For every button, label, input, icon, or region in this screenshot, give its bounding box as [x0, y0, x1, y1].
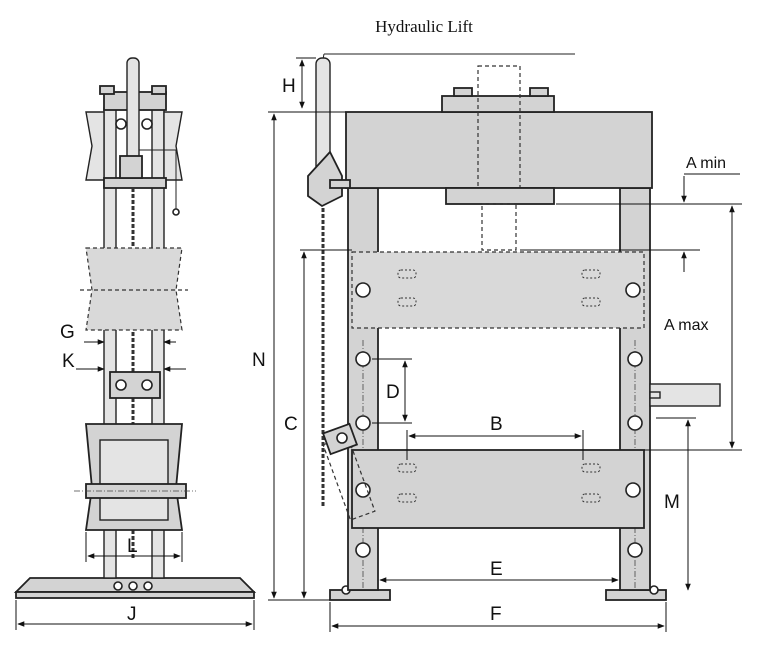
front-foot-left	[329, 589, 391, 601]
label-B: B	[490, 414, 503, 435]
diagram-title: Hydraulic Lift	[375, 17, 473, 36]
side-bolt	[115, 379, 127, 391]
side-base-plate	[15, 591, 255, 599]
side-bed-upper-dashed	[85, 247, 183, 331]
ram-head	[445, 187, 555, 205]
bed-pin-hole	[355, 482, 371, 498]
label-K: K	[62, 351, 75, 372]
column-hole	[627, 542, 643, 558]
bed-slot	[397, 297, 417, 307]
label-D: D	[386, 382, 400, 403]
release-knob	[336, 432, 348, 444]
bed-slot	[581, 493, 601, 503]
label-L: L	[127, 536, 138, 557]
bed-slot	[397, 463, 417, 473]
label-G: G	[60, 322, 75, 343]
pump-body	[307, 150, 343, 208]
release-lever-dashed	[322, 435, 376, 521]
side-view: G K L J	[13, 57, 257, 630]
base-bolt	[113, 581, 123, 591]
label-M: M	[664, 492, 680, 513]
pump-arm-latch	[649, 391, 661, 399]
column-hole	[355, 351, 371, 367]
upper-bed-dashed	[351, 251, 645, 329]
side-bolt	[141, 379, 153, 391]
bed-slot	[581, 269, 601, 279]
column-hole	[627, 415, 643, 431]
bed-slot	[581, 297, 601, 307]
label-J: J	[127, 604, 137, 625]
side-top-block	[151, 85, 167, 95]
side-bed-lower-inner	[99, 439, 169, 521]
side-rod-knob	[172, 208, 180, 216]
front-view: H N C D B E F A min	[252, 57, 742, 632]
side-bolt	[115, 118, 127, 130]
column-hole	[355, 542, 371, 558]
column-hole	[355, 415, 371, 431]
label-H: H	[282, 76, 296, 97]
column-hole	[627, 351, 643, 367]
side-top-flange-left	[85, 111, 105, 181]
bed-slot	[397, 493, 417, 503]
bed-slot	[581, 463, 601, 473]
bed-pin-hole	[355, 282, 371, 298]
label-E: E	[490, 559, 503, 580]
bed-pin-hole	[625, 282, 641, 298]
bed-slot	[397, 269, 417, 279]
lower-bed	[351, 449, 645, 529]
label-N: N	[252, 350, 266, 371]
side-top-block	[99, 85, 115, 95]
label-A-min: A min	[686, 155, 726, 172]
side-pump-handle	[126, 57, 140, 171]
side-release-rod	[139, 149, 177, 210]
label-A-max: A max	[664, 317, 708, 334]
ram-piston-dashed	[481, 203, 517, 251]
label-F: F	[490, 604, 502, 625]
front-crosshead	[345, 111, 653, 189]
side-pump-block	[119, 155, 143, 179]
pump-valve	[329, 179, 351, 189]
side-cross-member	[103, 177, 167, 189]
side-top-flange-right	[163, 111, 183, 181]
cylinder-mount	[441, 95, 555, 113]
side-bolt	[141, 118, 153, 130]
bed-pin-hole	[625, 482, 641, 498]
mount-block	[453, 87, 473, 97]
base-bolt	[143, 581, 153, 591]
foot-bolt	[649, 585, 659, 595]
base-bolt	[128, 581, 138, 591]
mount-block	[529, 87, 549, 97]
label-C: C	[284, 414, 298, 435]
